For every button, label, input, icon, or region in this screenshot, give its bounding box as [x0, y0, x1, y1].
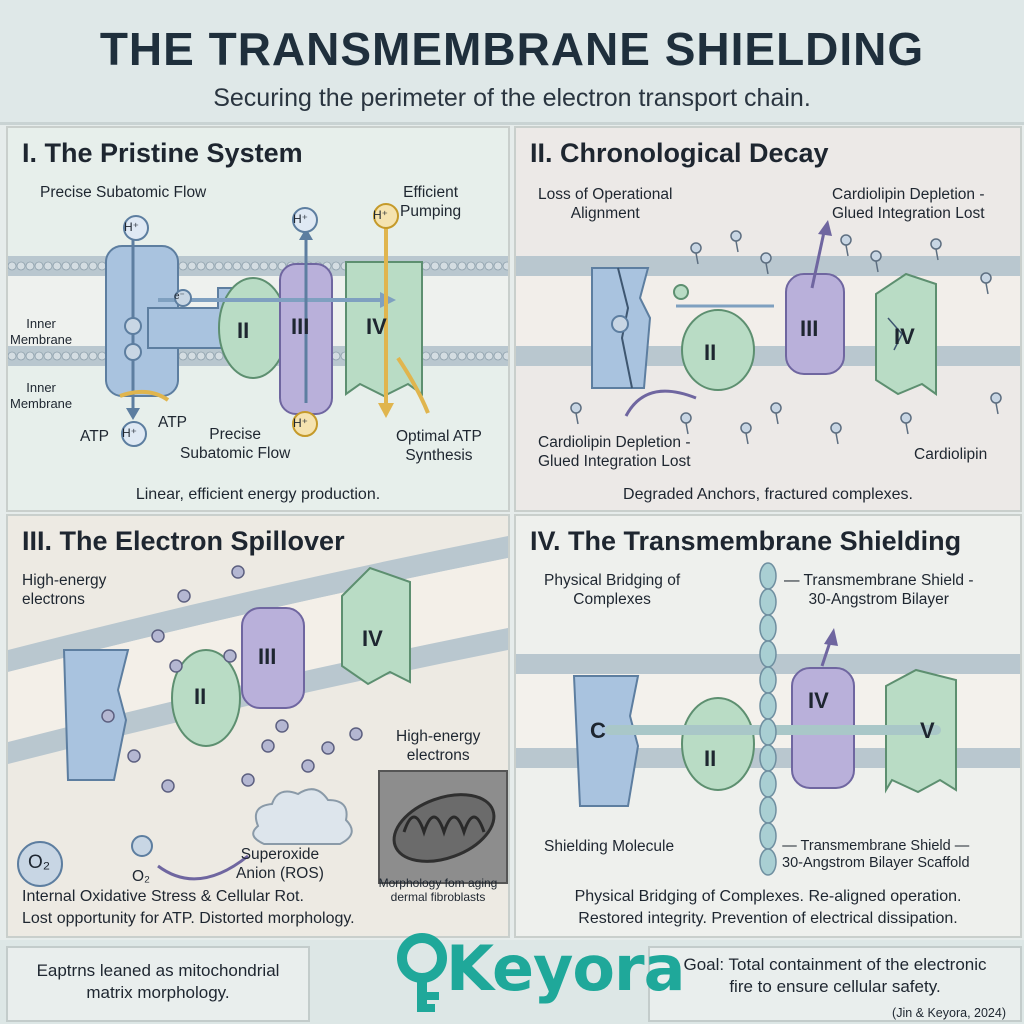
label-high-energy: High-energy electrons [396, 728, 481, 764]
label-shield-bottom: — Transmembrane Shield — 30-Angstrom Bil… [782, 838, 970, 872]
complex-ii [171, 649, 241, 747]
panel-pristine-system: I. The Pristine System Precise Subatomic… [6, 126, 510, 512]
complex-c [572, 675, 640, 807]
label-efficient-pumping: Efficient Pumping [400, 184, 462, 220]
footer: Eaptrns leaned as mitochondrial matrix m… [0, 940, 1024, 1024]
footer-goal-box: Goal: Total containment of the electroni… [648, 946, 1022, 1022]
proton-label: H⁺ [373, 208, 388, 222]
spilled-electrons [101, 565, 363, 793]
footer-goal: Goal: Total containment of the electroni… [683, 955, 987, 997]
key-icon [397, 933, 447, 1012]
label-loss-alignment: Loss of Operational Alignment [538, 186, 673, 222]
complex-iv-fractured [341, 566, 411, 686]
proton-label: H⁺ [293, 212, 308, 226]
header: THE TRANSMEMBRANE SHIELDING Securing the… [0, 0, 1024, 125]
label-flow-bottom: Precise Subatomic Flow [180, 426, 291, 462]
proton-icon [292, 207, 318, 233]
footer-note-box: Eaptrns leaned as mitochondrial matrix m… [6, 946, 310, 1022]
label-micrograph: Morphology fom aging dermal fibroblasts [378, 876, 498, 905]
complex-iv-fractured [875, 272, 937, 396]
complex-ii-label: II [237, 318, 250, 343]
panel-transmembrane-shielding: IV. The Transmembrane Shielding Physical… [514, 514, 1022, 938]
label-flow-top: Precise Subatomic Flow [40, 184, 207, 201]
complex-ii [681, 309, 755, 391]
proton-label: H⁺ [124, 220, 139, 234]
label-high-energy: High-energy electrons [22, 572, 107, 608]
complex-ii [218, 277, 288, 379]
panel-caption: Internal Oxidative Stress & Cellular Rot… [22, 888, 355, 927]
label-shielding-molecule: Shielding Molecule [544, 838, 675, 855]
proton-icon [123, 215, 149, 241]
pristine-diagram [8, 203, 508, 447]
electron-icon [124, 343, 142, 361]
label-cardiolipin-depletion: Cardiolipin Depletion - Glued Integratio… [832, 186, 985, 222]
footer-note: Eaptrns leaned as mitochondrial matrix m… [36, 961, 280, 1003]
ros-cloud [252, 788, 353, 845]
label-superoxide: Superoxide Anion (ROS) [236, 846, 324, 882]
logo-wordmark: Keyora [446, 932, 685, 1005]
label-inner-membrane: Inner Membrane [10, 380, 73, 411]
shielding-diagram [516, 562, 1020, 876]
oxygen-icon [17, 841, 63, 887]
label-bridging: Physical Bridging of Complexes [544, 572, 681, 608]
transmembrane-shield [759, 562, 777, 876]
decay-diagram [516, 220, 1020, 445]
label-atp: ATP [158, 414, 187, 431]
proton-label: H⁺ [122, 426, 137, 440]
panel-caption: Linear, efficient energy production. [135, 486, 381, 503]
panel-electron-spillover: III. The Electron Spillover High-energy … [6, 514, 510, 938]
oxygen-icon [131, 835, 153, 857]
electron-icon [174, 289, 192, 307]
complex-ii-label: II [704, 746, 717, 771]
micrograph-image [378, 770, 508, 884]
spillover-diagram [8, 536, 508, 887]
panel-caption: Physical Bridging of Complexes. Re-align… [574, 888, 962, 927]
proton-label: H⁺ [293, 416, 308, 430]
complex-i-fractured [62, 649, 130, 781]
label-shield-top: — Transmembrane Shield - 30-Angstrom Bil… [784, 572, 974, 608]
complex-ii [681, 697, 755, 791]
label-optimal-atp: Optimal ATP Synthesis [396, 428, 482, 464]
complex-v-label: V [920, 718, 935, 743]
complex-iii-label: III [800, 316, 819, 341]
proton-icon [373, 203, 399, 229]
proton-icon [292, 411, 318, 437]
complex-iv-label: IV [366, 314, 387, 339]
panel-title: I. The Pristine System [22, 138, 303, 168]
label-cardiolipin: Cardiolipin [914, 446, 988, 463]
o2-label: O₂ [28, 852, 51, 873]
keyora-logo: Keyora [392, 928, 685, 1020]
label-atp: ATP [80, 428, 109, 445]
complex-iv-label: IV [362, 626, 383, 651]
panel-title: II. Chronological Decay [530, 138, 829, 168]
complex-ii-label: II [704, 340, 717, 365]
electron-label: e⁻ [174, 291, 185, 302]
panel-title: IV. The Transmembrane Shielding [530, 526, 962, 556]
complex-iv-label: IV [894, 324, 915, 349]
panel-chronological-decay: II. Chronological Decay Loss of Operatio… [514, 126, 1022, 512]
complex-ii-label: II [194, 684, 207, 709]
complex-iii-label: III [258, 644, 277, 669]
citation: (Jin & Keyora, 2024) [892, 1006, 1006, 1020]
page-subtitle: Securing the perimeter of the electron t… [213, 84, 811, 112]
proton-icon [121, 421, 147, 447]
complex-iv-label: IV [808, 688, 829, 713]
electron-icon [611, 315, 629, 333]
cardiolipin-debris [570, 230, 1002, 445]
label-cardiolipin-depletion: Cardiolipin Depletion - Glued Integratio… [538, 434, 691, 470]
complex-iii-label: III [291, 314, 310, 339]
page-title: THE TRANSMEMBRANE SHIELDING [99, 23, 925, 75]
electron-icon [124, 317, 142, 335]
label-inner-membrane: Inner Membrane [10, 316, 73, 347]
complex-c-label: C [590, 718, 606, 743]
o2-label: O₂ [132, 868, 151, 885]
panel-title: III. The Electron Spillover [22, 526, 345, 556]
panel-caption: Degraded Anchors, fractured complexes. [623, 486, 913, 503]
complex-iii [241, 607, 305, 709]
